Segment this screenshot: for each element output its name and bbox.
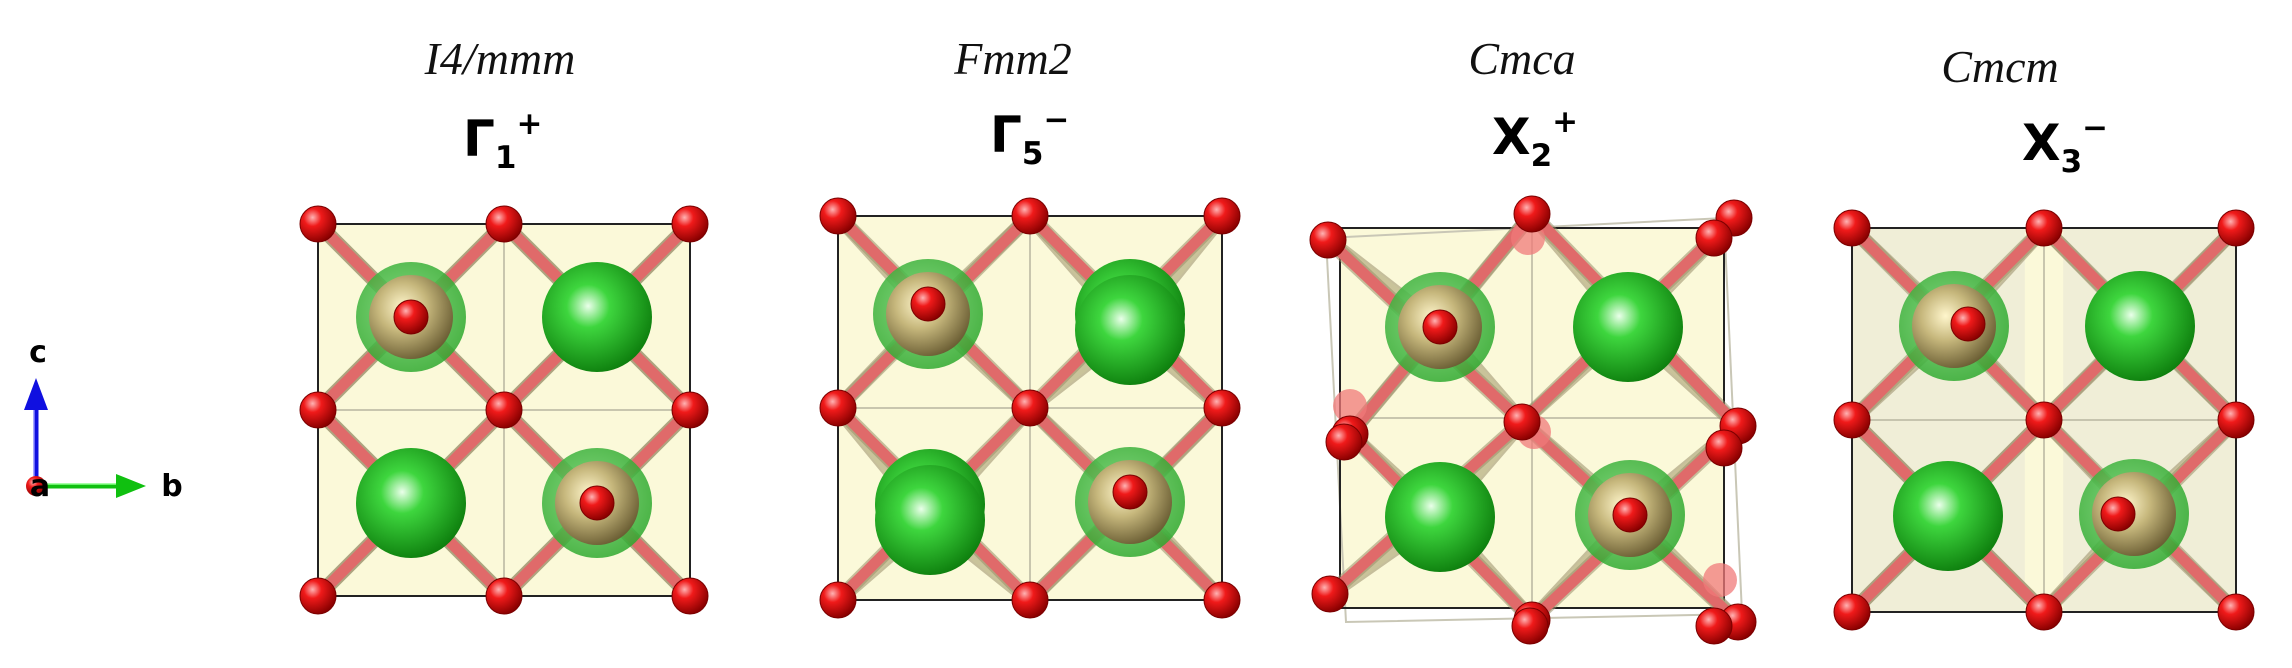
- large-cation-a: [1573, 272, 1683, 382]
- oxygen-tl: [1833, 209, 1871, 247]
- oxygen-tl: [299, 205, 337, 243]
- irrep-sub-2: 5: [1022, 136, 1044, 172]
- oxygen-ml: [819, 389, 857, 427]
- oxygen-ml: [1833, 401, 1871, 439]
- irrep-base-4: X: [2022, 114, 2061, 172]
- oxygen-ml: [299, 391, 337, 429]
- oxygen-bm: [1011, 581, 1049, 619]
- oxygen-inner-b: [2100, 496, 2136, 532]
- oxygen-inner-a: [393, 299, 429, 335]
- irrep-label-4: X3−: [2022, 110, 2108, 180]
- oxygen-inner-b: [579, 485, 615, 521]
- space-group-label-1: I4/mmm: [424, 33, 576, 84]
- structure-panel-i4mmm: [299, 205, 709, 615]
- space-group-label-3: Cmca: [1468, 33, 1575, 84]
- oxygen-bl: [819, 581, 857, 619]
- axis-b-arrowhead: [116, 474, 146, 498]
- large-cation-b: [1893, 461, 2003, 571]
- oxygen-inner-a: [1950, 306, 1986, 342]
- oxygen-tm: [1011, 197, 1049, 235]
- large-cation-b: [356, 448, 466, 558]
- oxygen-extra-1: [1705, 429, 1743, 467]
- axis-c-arrowhead: [24, 378, 48, 410]
- axis-a-label: a: [30, 469, 50, 504]
- oxygen-ghost-2: [1703, 563, 1737, 597]
- oxygen-mm: [485, 391, 523, 429]
- space-group-label-4: Cmcm: [1941, 41, 2059, 92]
- oxygen-mm: [1503, 403, 1541, 441]
- oxygen-br: [1203, 581, 1241, 619]
- oxygen-tl: [1309, 221, 1347, 259]
- large-cation-b: [875, 465, 985, 575]
- axis-b-label: b: [161, 469, 182, 504]
- large-cation-a: [2085, 271, 2195, 381]
- oxygen-tm: [1513, 195, 1551, 233]
- structure-panel-cmca: [1309, 195, 1757, 645]
- irrep-base-3: X: [1492, 108, 1531, 166]
- irrep-base-1: Γ: [463, 110, 495, 168]
- oxygen-mr: [1203, 389, 1241, 427]
- oxygen-br: [2217, 593, 2255, 631]
- irrep-sub-3: 2: [1531, 138, 1553, 174]
- axis-indicator: c b a: [24, 335, 183, 504]
- irrep-sup-2: −: [1043, 102, 1069, 138]
- oxygen-bm: [485, 577, 523, 615]
- oxygen-ghost-0: [1333, 389, 1367, 423]
- axis-c-label: c: [29, 335, 47, 370]
- oxygen-extra-0: [1695, 219, 1733, 257]
- oxygen-extra-3: [1511, 607, 1549, 645]
- large-cation-a: [542, 262, 652, 372]
- oxygen-inner-a: [910, 286, 946, 322]
- irrep-sup-1: +: [516, 106, 542, 142]
- oxygen-bl: [299, 577, 337, 615]
- large-cation-b: [1385, 462, 1495, 572]
- irrep-sup-3: +: [1552, 104, 1578, 140]
- axis-a-origin: [26, 476, 46, 496]
- oxygen-tl: [819, 197, 857, 235]
- oxygen-bl: [1311, 575, 1349, 613]
- oxygen-mm: [2025, 401, 2063, 439]
- structure-panel-cmcm: [1833, 209, 2255, 631]
- oxygen-inner-b: [1612, 497, 1648, 533]
- irrep-label-2: Γ5−: [990, 102, 1069, 172]
- irrep-label-1: Γ1+: [463, 106, 542, 176]
- oxygen-extra-4: [1695, 607, 1733, 645]
- structure-panel-fmm2: [819, 197, 1241, 619]
- oxygen-tr: [1203, 197, 1241, 235]
- irrep-base-2: Γ: [990, 106, 1022, 164]
- oxygen-br: [671, 577, 709, 615]
- space-group-label-2: Fmm2: [953, 33, 1072, 84]
- irrep-sup-4: −: [2082, 110, 2108, 146]
- oxygen-tr: [671, 205, 709, 243]
- oxygen-inner-a: [1422, 309, 1458, 345]
- oxygen-tm: [485, 205, 523, 243]
- oxygen-tr: [2217, 209, 2255, 247]
- oxygen-inner-b: [1112, 474, 1148, 510]
- irrep-sub-4: 3: [2061, 144, 2083, 180]
- large-cation-a: [1075, 275, 1185, 385]
- oxygen-bm: [2025, 593, 2063, 631]
- oxygen-bl: [1833, 593, 1871, 631]
- oxygen-mr: [671, 391, 709, 429]
- oxygen-mm: [1011, 389, 1049, 427]
- oxygen-tm: [2025, 209, 2063, 247]
- irrep-label-3: X2+: [1492, 104, 1578, 174]
- oxygen-mr: [2217, 401, 2255, 439]
- oxygen-extra-2: [1325, 423, 1363, 461]
- irrep-sub-1: 1: [495, 140, 517, 176]
